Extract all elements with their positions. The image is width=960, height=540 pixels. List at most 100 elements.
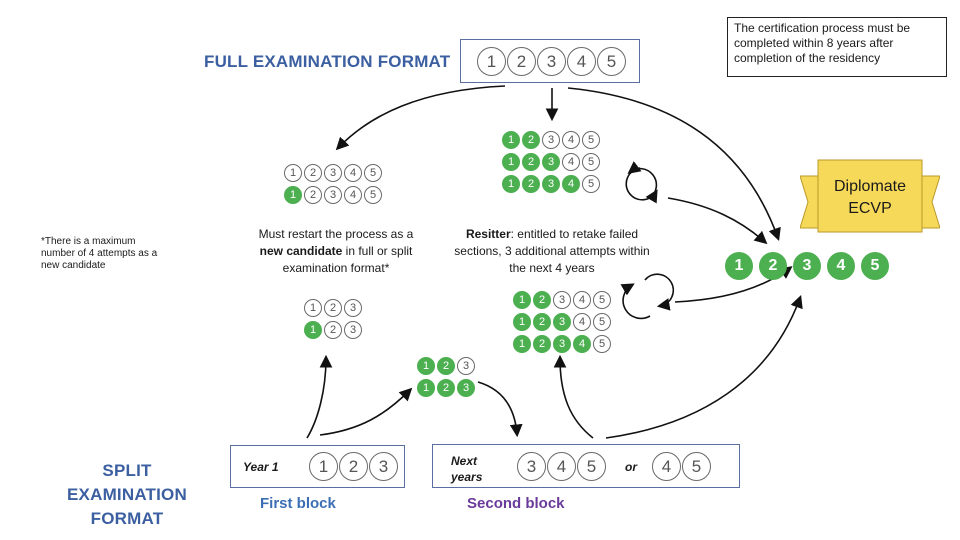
- section-circle: 2: [339, 452, 368, 481]
- section-circle: 3: [553, 291, 571, 309]
- section-circle: 1: [304, 321, 322, 339]
- section-circle: 1: [502, 153, 520, 171]
- arrow-year1-to-pass: [319, 387, 413, 436]
- section-circle: 1: [513, 335, 531, 353]
- certification-note: The certification process must be comple…: [727, 17, 947, 77]
- loop-icon-upper-b: [627, 161, 658, 199]
- section-circle: 2: [304, 164, 322, 182]
- section-circle: 4: [652, 452, 681, 481]
- section-circle: 1: [417, 379, 435, 397]
- section-circle: 2: [522, 153, 540, 171]
- arrow-full-to-fail: [335, 85, 506, 151]
- split-format-title: SPLIT EXAMINATION FORMAT: [42, 459, 212, 531]
- section-circle: 3: [542, 131, 560, 149]
- section-circle: 3: [793, 252, 821, 280]
- section-circle: 2: [533, 291, 551, 309]
- restart-text: Must restart the process as a new candid…: [246, 226, 426, 277]
- section-circle: 2: [324, 299, 342, 317]
- section-circle: 3: [369, 452, 398, 481]
- section-circle: 1: [513, 313, 531, 331]
- section-circle: 4: [827, 252, 855, 280]
- section-circle: 2: [522, 131, 540, 149]
- section-circle: 1: [502, 175, 520, 193]
- section-circle: 3: [517, 452, 546, 481]
- section-circle: 3: [542, 175, 560, 193]
- section-circle: 5: [577, 452, 606, 481]
- section-circle: 2: [324, 321, 342, 339]
- year1-label: Year 1: [243, 460, 279, 474]
- section-circle: 2: [437, 379, 455, 397]
- arrow-resit-full-to-diplomate: [667, 197, 768, 245]
- first-block-caption: First block: [260, 495, 336, 512]
- section-circle: 4: [573, 291, 591, 309]
- section-circle: 1: [284, 186, 302, 204]
- section-circle: 5: [861, 252, 889, 280]
- loop-icon-lower-b: [620, 283, 651, 320]
- section-circle: 1: [309, 452, 338, 481]
- section-circle: 5: [597, 47, 626, 76]
- section-circle: 4: [547, 452, 576, 481]
- arrow-full-to-diplomate: [567, 87, 781, 242]
- section-circle: 4: [562, 131, 580, 149]
- section-circle: 2: [437, 357, 455, 375]
- section-circle: 4: [344, 164, 362, 182]
- section-circle: 1: [304, 299, 322, 317]
- section-circle: 4: [573, 313, 591, 331]
- section-circle: 5: [593, 291, 611, 309]
- section-circle: 3: [344, 321, 362, 339]
- attempts-footnote: *There is a maximum number of 4 attempts…: [41, 236, 158, 271]
- section-circle: 1: [284, 164, 302, 182]
- loop-icon-lower: [644, 273, 675, 311]
- section-circle: 4: [344, 186, 362, 204]
- arrow-year1-to-fail: [306, 354, 333, 439]
- resitter-rest: : entitled to retake failed sections, 3 …: [454, 227, 650, 275]
- resitter-text: Resitter: entitled to retake failed sect…: [452, 226, 652, 277]
- next-years-line1: Next: [451, 454, 478, 468]
- section-circle: 5: [582, 131, 600, 149]
- diplomate-line2: ECVP: [848, 200, 892, 217]
- section-circle: 5: [582, 153, 600, 171]
- section-circle: 4: [562, 175, 580, 193]
- or-label: or: [625, 460, 637, 474]
- section-circle: 3: [324, 164, 342, 182]
- section-circle: 5: [593, 335, 611, 353]
- resitter-bold: Resitter: [465, 227, 511, 241]
- section-circle: 3: [542, 153, 560, 171]
- section-circle: 2: [759, 252, 787, 280]
- restart-text-bold: new candidate: [259, 244, 343, 258]
- section-circle: 3: [324, 186, 342, 204]
- section-circle: 5: [364, 164, 382, 182]
- section-circle: 1: [502, 131, 520, 149]
- split-title-line2: FORMAT: [90, 509, 164, 528]
- section-circle: 4: [573, 335, 591, 353]
- arrow-second-to-diplomate: [605, 294, 803, 439]
- second-block-caption: Second block: [467, 495, 565, 512]
- next-years-label: Next years: [451, 453, 482, 485]
- section-circle: 3: [457, 379, 475, 397]
- section-circle: 1: [417, 357, 435, 375]
- section-circle: 3: [457, 357, 475, 375]
- section-circle: 3: [537, 47, 566, 76]
- diplomate-label: Diplomate ECVP: [818, 176, 922, 220]
